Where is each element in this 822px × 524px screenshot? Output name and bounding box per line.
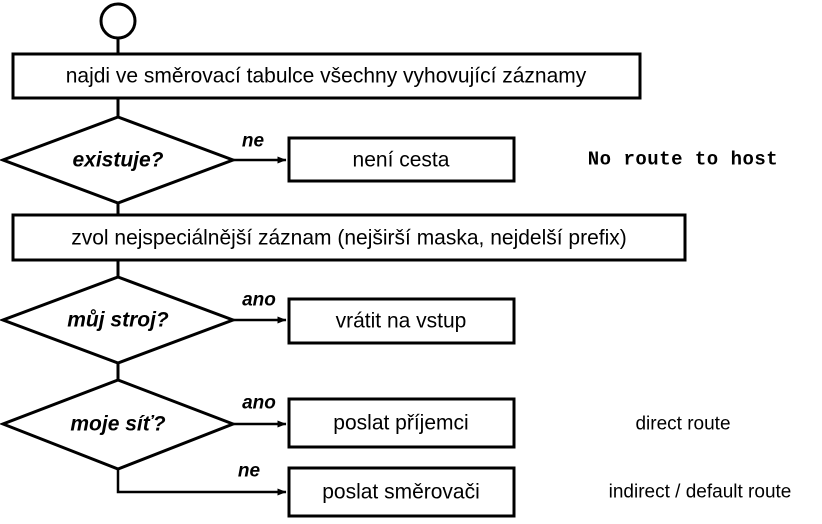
edge-label-mynet-no: ne — [237, 460, 261, 482]
select-box — [11, 213, 687, 262]
send-router-box-label: poslat směrovači — [322, 480, 480, 504]
select-box-label: zvol nejspeciálnější záznam (nejširší ma… — [71, 226, 627, 250]
my-host-diamond-label: můj stroj? — [67, 308, 169, 332]
send-receiver-box-label: poslat příjemci — [333, 411, 469, 435]
edge-label-myhost-yes: ano — [242, 289, 276, 311]
exists-diamond-label: existuje? — [72, 148, 164, 172]
annotation-indirect-default-route: indirect / default route — [608, 481, 792, 503]
send-router-box — [287, 466, 516, 518]
annotation-no-route-to-host: No route to host — [587, 148, 779, 171]
annotation-direct-route: direct route — [635, 413, 731, 435]
no-route-box — [287, 136, 516, 183]
lookup-box-label: najdi ve směrovací tabulce všechny vyhov… — [65, 64, 587, 88]
return-input-box-label: vrátit na vstup — [335, 309, 467, 333]
edge-label-mynet-yes: ano — [242, 392, 276, 414]
send-receiver-box — [287, 397, 516, 449]
lookup-box — [11, 52, 642, 100]
return-input-box — [287, 297, 516, 345]
start-node — [99, 2, 137, 40]
my-net-diamond-label: moje síť? — [70, 412, 166, 436]
edge-mynet-no — [116, 469, 287, 496]
edge-label-exists-no: ne — [241, 130, 265, 152]
no-route-box-label: není cesta — [352, 148, 450, 172]
